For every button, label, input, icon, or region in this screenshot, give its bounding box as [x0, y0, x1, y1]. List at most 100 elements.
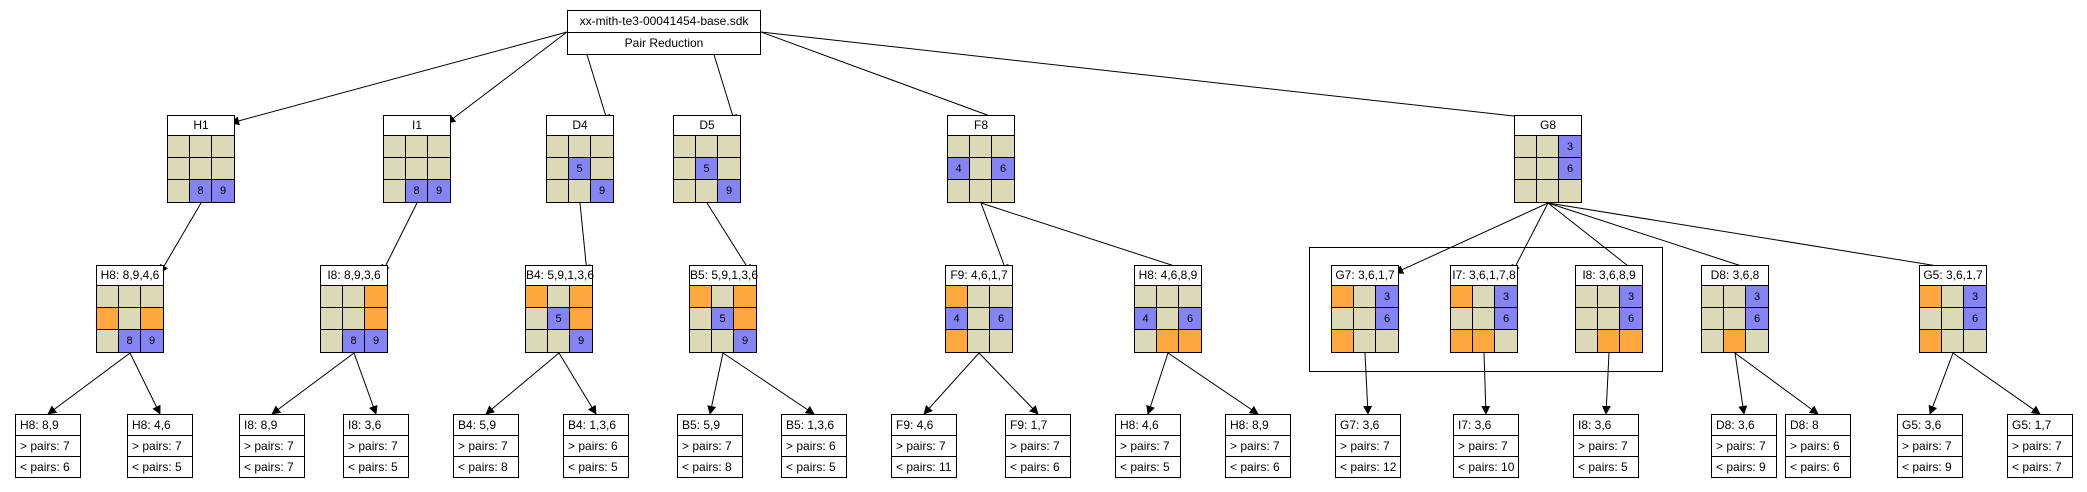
tree-edge: [558, 352, 597, 415]
leaf-gt: > pairs: 7: [1116, 435, 1180, 456]
tree-edge: [230, 31, 568, 126]
grid-cell: 5: [548, 308, 570, 330]
leaf-lt: < pairs: 8: [454, 456, 518, 477]
leaf-result-node: G5: 1,7> pairs: 7< pairs: 7: [2007, 414, 2073, 478]
grid-cell: [569, 180, 591, 202]
grid-node-title: G5: 3,6,1,7: [1920, 266, 1986, 286]
grid-cell: 9: [428, 180, 450, 202]
grid-cell: [734, 308, 756, 330]
grid-cell: [712, 286, 734, 308]
grid-node-title: I8: 3,6,8,9: [1576, 266, 1642, 286]
leaf-gt: > pairs: 7: [892, 435, 956, 456]
grid-node-title: B4: 5,9,1,3,6: [526, 266, 594, 286]
grid-node-title: I7: 3,6,1,7,8: [1451, 266, 1517, 286]
leaf-gt: > pairs: 6: [1786, 435, 1850, 456]
grid-cell: [1157, 308, 1179, 330]
grid-cell: [690, 286, 712, 308]
tree-edge: [485, 352, 560, 415]
grid-cell: [1920, 308, 1942, 330]
leaf-gt: > pairs: 7: [1006, 435, 1070, 456]
grid-cell: [696, 136, 718, 158]
grid-cell: [548, 330, 570, 352]
tree-edge: [707, 352, 724, 415]
grid-cell: [1451, 330, 1473, 352]
grid-cell: 6: [1746, 308, 1768, 330]
grid-cell: [674, 158, 696, 180]
grid-cell: [141, 286, 163, 308]
grid-cell: [212, 158, 234, 180]
grid-cell: 8: [343, 330, 365, 352]
leaf-lt: < pairs: 11: [892, 456, 956, 477]
leaf-gt: > pairs: 7: [344, 435, 408, 456]
leaf-lt: < pairs: 5: [128, 456, 192, 477]
grid-cell: 9: [212, 180, 234, 202]
grid-cell: [406, 136, 428, 158]
leaf-result-node: H8: 4,6> pairs: 7< pairs: 5: [127, 414, 193, 478]
grid-cell: [690, 308, 712, 330]
grid-cell: 3: [1746, 286, 1768, 308]
grid-cell: [1135, 286, 1157, 308]
tree-edge: [722, 352, 815, 415]
grid-cell: 6: [1559, 158, 1581, 180]
grid-cell: 9: [591, 180, 613, 202]
grid-cell: [1179, 286, 1201, 308]
grid-cell: [1942, 286, 1964, 308]
grid-node-title: I1: [384, 116, 450, 136]
grid-cell: [591, 158, 613, 180]
grid-cell: 6: [990, 308, 1012, 330]
grid-cell: [970, 158, 992, 180]
leaf-gt: > pairs: 7: [1898, 435, 1962, 456]
tree-edge: [129, 352, 161, 415]
grid-cell: 9: [141, 330, 163, 352]
grid-cell: [1157, 330, 1179, 352]
grid-node-title: H8: 4,6,8,9: [1135, 266, 1201, 286]
leaf-title: I7: 3,6: [1458, 418, 1492, 432]
grid-cell: [97, 308, 119, 330]
leaf-result-node: B4: 1,3,6> pairs: 6< pairs: 5: [563, 414, 629, 478]
grid-cell: [1332, 308, 1354, 330]
leaf-lt: < pairs: 12: [1336, 456, 1400, 477]
leaf-gt: > pairs: 7: [2008, 435, 2072, 456]
leaf-lt: < pairs: 7: [2008, 456, 2072, 477]
leaf-title: G5: 3,6: [1902, 418, 1942, 432]
grid-cell: [365, 308, 387, 330]
grid-cell: 3: [1495, 286, 1517, 308]
leaf-result-node: H8: 8,9> pairs: 7< pairs: 6: [15, 414, 81, 478]
grid-cell: 3: [1559, 136, 1581, 158]
leaf-gt: > pairs: 7: [678, 435, 742, 456]
grid-node-title: D5: [674, 116, 740, 136]
grid-cell: [547, 158, 569, 180]
leaf-gt: > pairs: 6: [564, 435, 628, 456]
grid-node-title: F9: 4,6,1,7: [946, 266, 1012, 286]
grid-cell: [674, 136, 696, 158]
leaf-title: I8: 8,9: [244, 418, 278, 432]
leaf-gt: > pairs: 7: [1336, 435, 1400, 456]
tree-edge: [760, 31, 1010, 125]
grid-cell: 3: [1620, 286, 1642, 308]
grid-cell: [526, 286, 548, 308]
grid-node-title: G8: [1515, 116, 1581, 136]
grid-cell: [1473, 286, 1495, 308]
grid-cell: 4: [1135, 308, 1157, 330]
grid-cell: [190, 158, 212, 180]
grid-cell: 9: [570, 330, 592, 352]
grid-cell: [1920, 286, 1942, 308]
tree-edge: [1547, 202, 1982, 277]
leaf-gt: > pairs: 7: [128, 435, 192, 456]
grid-node-title: B5: 5,9,1,3,6: [690, 266, 758, 286]
grid-cell: [970, 136, 992, 158]
grid-cell: [1942, 308, 1964, 330]
grid-cell: [1598, 286, 1620, 308]
grid-cell: [1964, 330, 1986, 352]
grid-cell: [343, 308, 365, 330]
tree-edge: [1928, 352, 1954, 415]
leaf-gt: > pairs: 7: [1226, 435, 1290, 456]
